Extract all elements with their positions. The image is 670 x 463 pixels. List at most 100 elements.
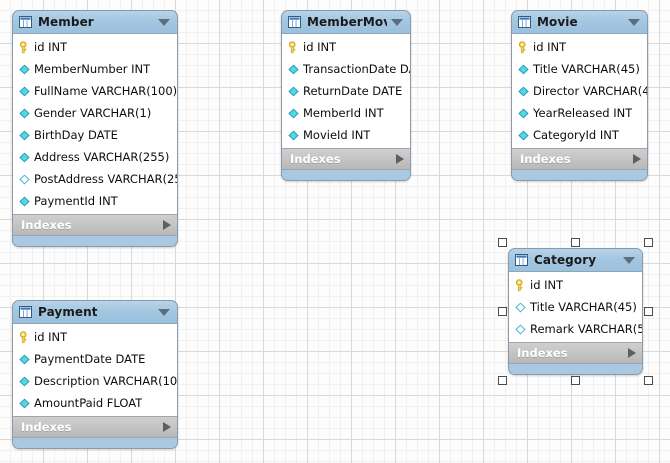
- column-row[interactable]: MemberNumber INT: [13, 58, 177, 80]
- table-footer: [13, 236, 177, 246]
- column-row[interactable]: BirthDay DATE: [13, 124, 177, 146]
- table-node-membermovie[interactable]: MemberMovie id INT TransactionDate DATE …: [281, 10, 411, 181]
- column-diamond-hollow-icon: [515, 324, 526, 334]
- column-label: PostAddress VARCHAR(255): [34, 172, 177, 186]
- chevron-down-icon[interactable]: [623, 256, 635, 264]
- column-label: CategoryId INT: [533, 128, 619, 142]
- column-row[interactable]: PaymentDate DATE: [13, 348, 177, 370]
- column-diamond-filled-icon: [19, 196, 30, 206]
- table-header[interactable]: Category: [509, 249, 642, 272]
- column-list: id INT Title VARCHAR(45) Remark VARCHAR(…: [509, 272, 642, 343]
- column-row[interactable]: MovieId INT: [282, 124, 410, 146]
- primary-key-icon: [518, 40, 526, 53]
- table-header[interactable]: MemberMovie: [282, 11, 410, 34]
- chevron-right-icon[interactable]: [396, 154, 404, 164]
- column-row[interactable]: MemberId INT: [282, 102, 410, 124]
- resize-handle-nw[interactable]: [498, 238, 507, 247]
- column-label: MemberId INT: [303, 106, 384, 120]
- column-diamond-filled-icon: [19, 398, 30, 408]
- column-diamond-filled-icon: [19, 376, 30, 386]
- column-label: id INT: [34, 330, 68, 344]
- table-node-movie[interactable]: Movie id INT Title VARCHAR(45) Director …: [511, 10, 648, 181]
- column-row[interactable]: Director VARCHAR(45): [512, 80, 647, 102]
- indexes-section-header[interactable]: Indexes: [13, 417, 177, 438]
- table-header[interactable]: Member: [13, 11, 177, 34]
- column-row[interactable]: id INT: [509, 274, 642, 296]
- column-row[interactable]: id INT: [512, 36, 647, 58]
- chevron-right-icon[interactable]: [633, 154, 641, 164]
- column-diamond-filled-icon: [19, 86, 30, 96]
- chevron-down-icon[interactable]: [158, 308, 170, 316]
- column-row[interactable]: CategoryId INT: [512, 124, 647, 146]
- chevron-right-icon[interactable]: [163, 422, 171, 432]
- column-label: Director VARCHAR(45): [533, 84, 647, 98]
- primary-key-icon: [288, 40, 296, 53]
- table-icon: [19, 306, 32, 318]
- column-diamond-filled-icon: [288, 130, 299, 140]
- column-row[interactable]: ReturnDate DATE: [282, 80, 410, 102]
- column-row[interactable]: Gender VARCHAR(1): [13, 102, 177, 124]
- table-title: Category: [534, 253, 597, 267]
- column-row[interactable]: PostAddress VARCHAR(255): [13, 168, 177, 190]
- column-list: id INT Title VARCHAR(45) Director VARCHA…: [512, 34, 647, 149]
- column-label: id INT: [533, 40, 567, 54]
- column-row[interactable]: id INT: [282, 36, 410, 58]
- column-diamond-filled-icon: [19, 108, 30, 118]
- resize-handle-e[interactable]: [644, 307, 653, 316]
- resize-handle-sw[interactable]: [498, 376, 507, 385]
- column-label: AmountPaid FLOAT: [34, 396, 143, 410]
- column-diamond-filled-icon: [19, 354, 30, 364]
- column-row[interactable]: YearReleased INT: [512, 102, 647, 124]
- column-row[interactable]: TransactionDate DATE: [282, 58, 410, 80]
- column-row[interactable]: Remark VARCHAR(500): [509, 318, 642, 340]
- indexes-section-header[interactable]: Indexes: [282, 149, 410, 170]
- resize-handle-w[interactable]: [498, 307, 507, 316]
- column-diamond-filled-icon: [19, 152, 30, 162]
- column-list: id INT PaymentDate DATE Description VARC…: [13, 324, 177, 417]
- column-diamond-filled-icon: [19, 130, 30, 140]
- column-row[interactable]: Title VARCHAR(45): [512, 58, 647, 80]
- chevron-right-icon[interactable]: [628, 348, 636, 358]
- column-diamond-filled-icon: [288, 64, 299, 74]
- indexes-label: Indexes: [520, 152, 571, 166]
- primary-key-icon: [19, 40, 27, 53]
- column-row[interactable]: FullName VARCHAR(100): [13, 80, 177, 102]
- indexes-section-header[interactable]: Indexes: [512, 149, 647, 170]
- table-icon: [515, 254, 528, 266]
- column-diamond-filled-icon: [288, 108, 299, 118]
- chevron-down-icon[interactable]: [158, 18, 170, 26]
- table-header[interactable]: Movie: [512, 11, 647, 34]
- table-icon: [288, 16, 301, 28]
- column-row[interactable]: Title VARCHAR(45): [509, 296, 642, 318]
- column-row[interactable]: id INT: [13, 326, 177, 348]
- column-row[interactable]: PaymentId INT: [13, 190, 177, 212]
- table-node-payment[interactable]: Payment id INT PaymentDate DATE Descript…: [12, 300, 178, 449]
- column-diamond-filled-icon: [518, 64, 529, 74]
- column-label: id INT: [34, 40, 68, 54]
- column-diamond-filled-icon: [518, 130, 529, 140]
- chevron-down-icon[interactable]: [391, 18, 403, 26]
- indexes-section-header[interactable]: Indexes: [509, 343, 642, 364]
- resize-handle-n[interactable]: [571, 238, 580, 247]
- resize-handle-s[interactable]: [571, 376, 580, 385]
- chevron-right-icon[interactable]: [163, 220, 171, 230]
- table-title: Movie: [537, 15, 578, 29]
- column-label: YearReleased INT: [533, 106, 633, 120]
- column-diamond-filled-icon: [518, 108, 529, 118]
- column-row[interactable]: AmountPaid FLOAT: [13, 392, 177, 414]
- table-icon: [518, 16, 531, 28]
- indexes-section-header[interactable]: Indexes: [13, 215, 177, 236]
- table-icon: [19, 16, 32, 28]
- table-footer: [512, 170, 647, 180]
- column-row[interactable]: Description VARCHAR(100): [13, 370, 177, 392]
- table-node-member[interactable]: Member id INT MemberNumber INT FullName …: [12, 10, 178, 247]
- table-header[interactable]: Payment: [13, 301, 177, 324]
- resize-handle-se[interactable]: [644, 376, 653, 385]
- column-row[interactable]: id INT: [13, 36, 177, 58]
- column-row[interactable]: Address VARCHAR(255): [13, 146, 177, 168]
- table-node-category[interactable]: Category id INT Title VARCHAR(45) Remark…: [508, 248, 643, 375]
- resize-handle-ne[interactable]: [644, 238, 653, 247]
- indexes-label: Indexes: [517, 346, 568, 360]
- chevron-down-icon[interactable]: [628, 18, 640, 26]
